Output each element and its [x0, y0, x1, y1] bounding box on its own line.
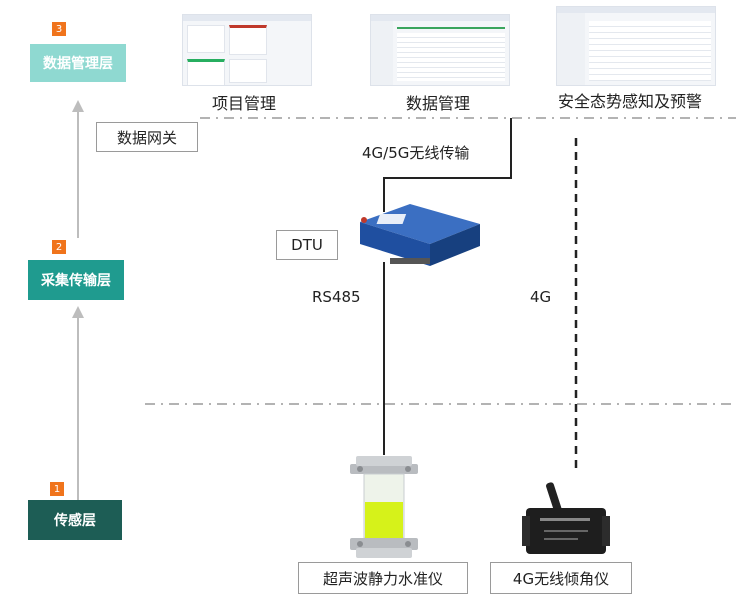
- project-management-screenshot: [182, 14, 312, 86]
- layer-2-number: 2: [52, 240, 66, 254]
- layer-3-number: 3: [52, 22, 66, 36]
- wireless-inclinometer-icon: [522, 482, 610, 554]
- dtu-device-icon: [360, 204, 480, 266]
- layer-1-number: 1: [50, 482, 64, 496]
- arrow-head-1: [72, 306, 84, 318]
- data-gateway-label: 数据网关: [96, 122, 198, 152]
- layer-data-management: 数据管理层: [30, 44, 126, 82]
- fourg-label: 4G: [530, 288, 552, 306]
- caption-data-management: 数据管理: [406, 94, 471, 113]
- dtu-label: DTU: [276, 230, 338, 260]
- ultrasonic-level-gauge-icon: [350, 456, 418, 558]
- wireless-inclinometer-label: 4G无线倾角仪: [490, 562, 632, 594]
- wireless-link-line: [383, 118, 512, 212]
- caption-safety-warning: 安全态势感知及预警: [558, 92, 703, 111]
- wireless-transmission-label: 4G/5G无线传输: [362, 144, 470, 162]
- ultrasonic-level-gauge-label: 超声波静力水准仪: [298, 562, 468, 594]
- arrow-head-2: [72, 100, 84, 112]
- rs485-label: RS485: [312, 288, 361, 306]
- layer-acquisition-transport: 采集传输层: [28, 260, 124, 300]
- caption-project-management: 项目管理: [212, 94, 277, 113]
- data-management-screenshot: [370, 14, 510, 86]
- layer-sensing: 传感层: [28, 500, 122, 540]
- safety-warning-screenshot: [556, 6, 716, 86]
